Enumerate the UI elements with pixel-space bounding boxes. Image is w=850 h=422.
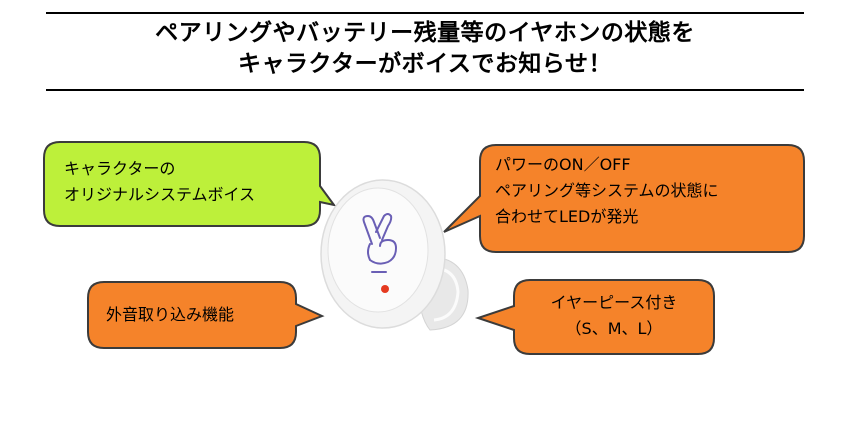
earbud-illustration: [320, 179, 469, 331]
headline-line-2: キャラクターがボイスでお知らせ！: [238, 51, 612, 77]
callout-led-line-1: パワーのON／OFF: [495, 155, 631, 174]
callout-led-line-3: 合わせてLEDが発光: [495, 207, 639, 226]
led-indicator: [381, 285, 389, 293]
callout-voice-line-2: オリジナルシステムボイス: [64, 185, 256, 204]
callout-voice-shape: [43, 141, 337, 227]
top-rule: [46, 12, 804, 14]
callout-ambient-line-1: 外音取り込み機能: [106, 305, 235, 324]
crossed-fingers-logo: [362, 213, 397, 273]
callout-led-line-2: ペアリング等システムの状態に: [495, 181, 719, 200]
callout-eartips-line-2: （S、M、L）: [565, 319, 663, 338]
callout-eartips-shape: [474, 279, 715, 355]
callout-eartips-text: イヤーピース付き （S、M、L）: [514, 290, 714, 342]
callout-led-text: パワーのON／OFF ペアリング等システムの状態に 合わせてLEDが発光: [495, 152, 719, 230]
callout-eartips-line-1: イヤーピース付き: [550, 293, 678, 312]
callout-voice-line-1: キャラクターの: [64, 159, 176, 178]
callout-voice-text: キャラクターの オリジナルシステムボイス: [64, 156, 255, 208]
callout-ambient-text: 外音取り込み機能: [106, 302, 234, 328]
bottom-rule: [46, 89, 804, 91]
headline-line-1: ペアリングやバッテリー残量等のイヤホンの状態を: [155, 20, 695, 46]
callout-led-shape: [443, 144, 805, 253]
callout-ambient-shape: [87, 281, 325, 349]
headline: ペアリングやバッテリー残量等のイヤホンの状態を キャラクターがボイスでお知らせ！: [46, 18, 804, 80]
